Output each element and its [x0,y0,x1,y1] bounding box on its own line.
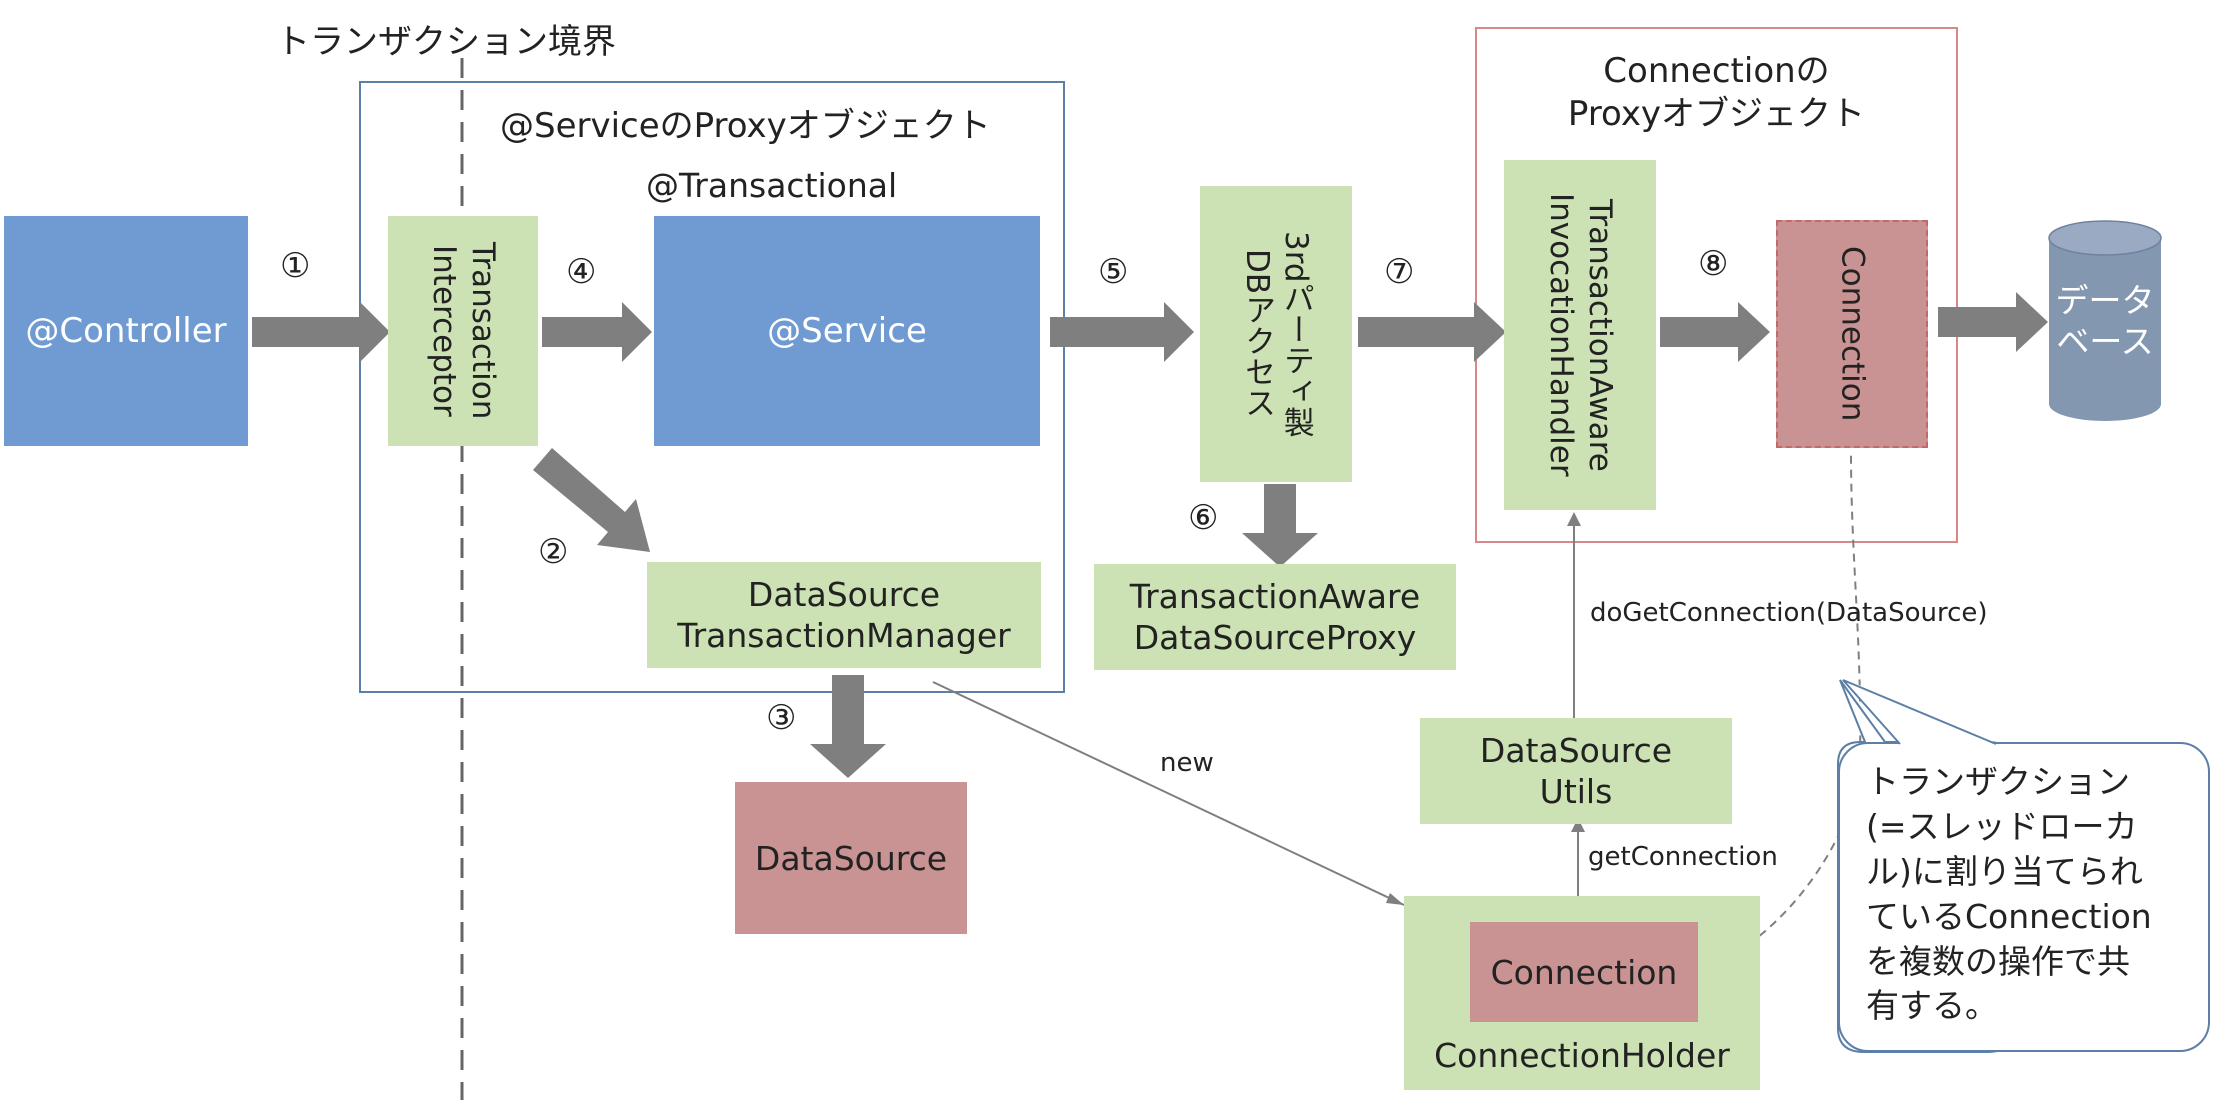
connection-proxied-label: Connection [1834,246,1871,422]
callout-box [1838,742,2210,1052]
service-proxy-label: @ServiceのProxyオブジェクト [500,106,991,146]
service-proxy-frame [359,81,1065,693]
datasource-node: DataSource [735,782,967,934]
datasource-transaction-manager-node: DataSource TransactionManager [647,562,1041,668]
step-1: ① [280,246,311,286]
step-8: ⑧ [1698,244,1729,284]
step-5: ⑤ [1098,252,1129,292]
held-connection-label: Connection [1490,952,1678,992]
transaction-aware-datasource-proxy-label: TransactionAware DataSourceProxy [1129,576,1421,657]
arrow-6 [1242,484,1318,567]
shared-connection-curve [1699,451,1862,973]
arrow-1 [252,302,390,362]
arrow-db [1938,292,2048,352]
invocation-handler-node: TransactionAware InvocationHandler [1504,160,1656,510]
new-edge-label: new [1160,748,1214,778]
transaction-interceptor-label: Transaction Interceptor [426,242,501,420]
step-7: ⑦ [1384,252,1415,292]
connection-proxy-frame [1475,27,1958,543]
transactional-label: @Transactional [646,166,898,205]
get-connection-edge-label: getConnection [1588,842,1778,872]
do-get-connection-edge-label: doGetConnection(DataSource) [1590,598,1988,628]
arrow-4 [542,302,652,362]
arrow-7 [1358,302,1506,362]
transaction-aware-datasource-proxy-node: TransactionAware DataSourceProxy [1094,564,1456,670]
datasource-utils-node: DataSource Utils [1420,718,1732,824]
connection-proxy-label: Connectionの Proxyオブジェクト [1567,51,1866,134]
new-connector [932,681,1405,906]
step-4: ④ [566,252,597,292]
held-connection-node: Connection [1470,922,1698,1022]
boundary-label: トランザクション境界 [276,22,616,62]
step-2: ② [538,532,569,572]
step-6: ⑥ [1188,498,1219,538]
arrow-5 [1050,302,1194,362]
service-node: @Service [654,216,1040,446]
database-label: データ ベース [2055,281,2155,362]
database-body [2049,238,2161,421]
controller-node: @Controller [4,216,248,446]
datasource-transaction-manager-label: DataSource TransactionManager [677,574,1011,655]
connection-holder-label: ConnectionHolder [1434,1036,1730,1075]
datasource-utils-label: DataSource Utils [1479,730,1673,811]
connection-proxied-node: Connection [1776,220,1928,448]
step-3: ③ [766,698,797,738]
third-party-db-access-node: 3rdパーティ製 DBアクセス [1200,186,1352,482]
service-label: @Service [767,311,927,351]
arrow-8 [1660,302,1770,362]
controller-label: @Controller [25,311,227,351]
callout-text: トランザクション (=スレッドローカ ル)に割り当てられ ているConnecti… [1866,762,2152,1026]
arrow-3 [810,675,886,778]
transaction-interceptor-node: Transaction Interceptor [388,216,538,446]
datasource-label: DataSource [754,838,948,878]
invocation-handler-label: TransactionAware InvocationHandler [1543,193,1618,477]
arrow-2 [533,448,650,552]
third-party-db-access-label: 3rdパーティ製 DBアクセス [1239,230,1314,438]
